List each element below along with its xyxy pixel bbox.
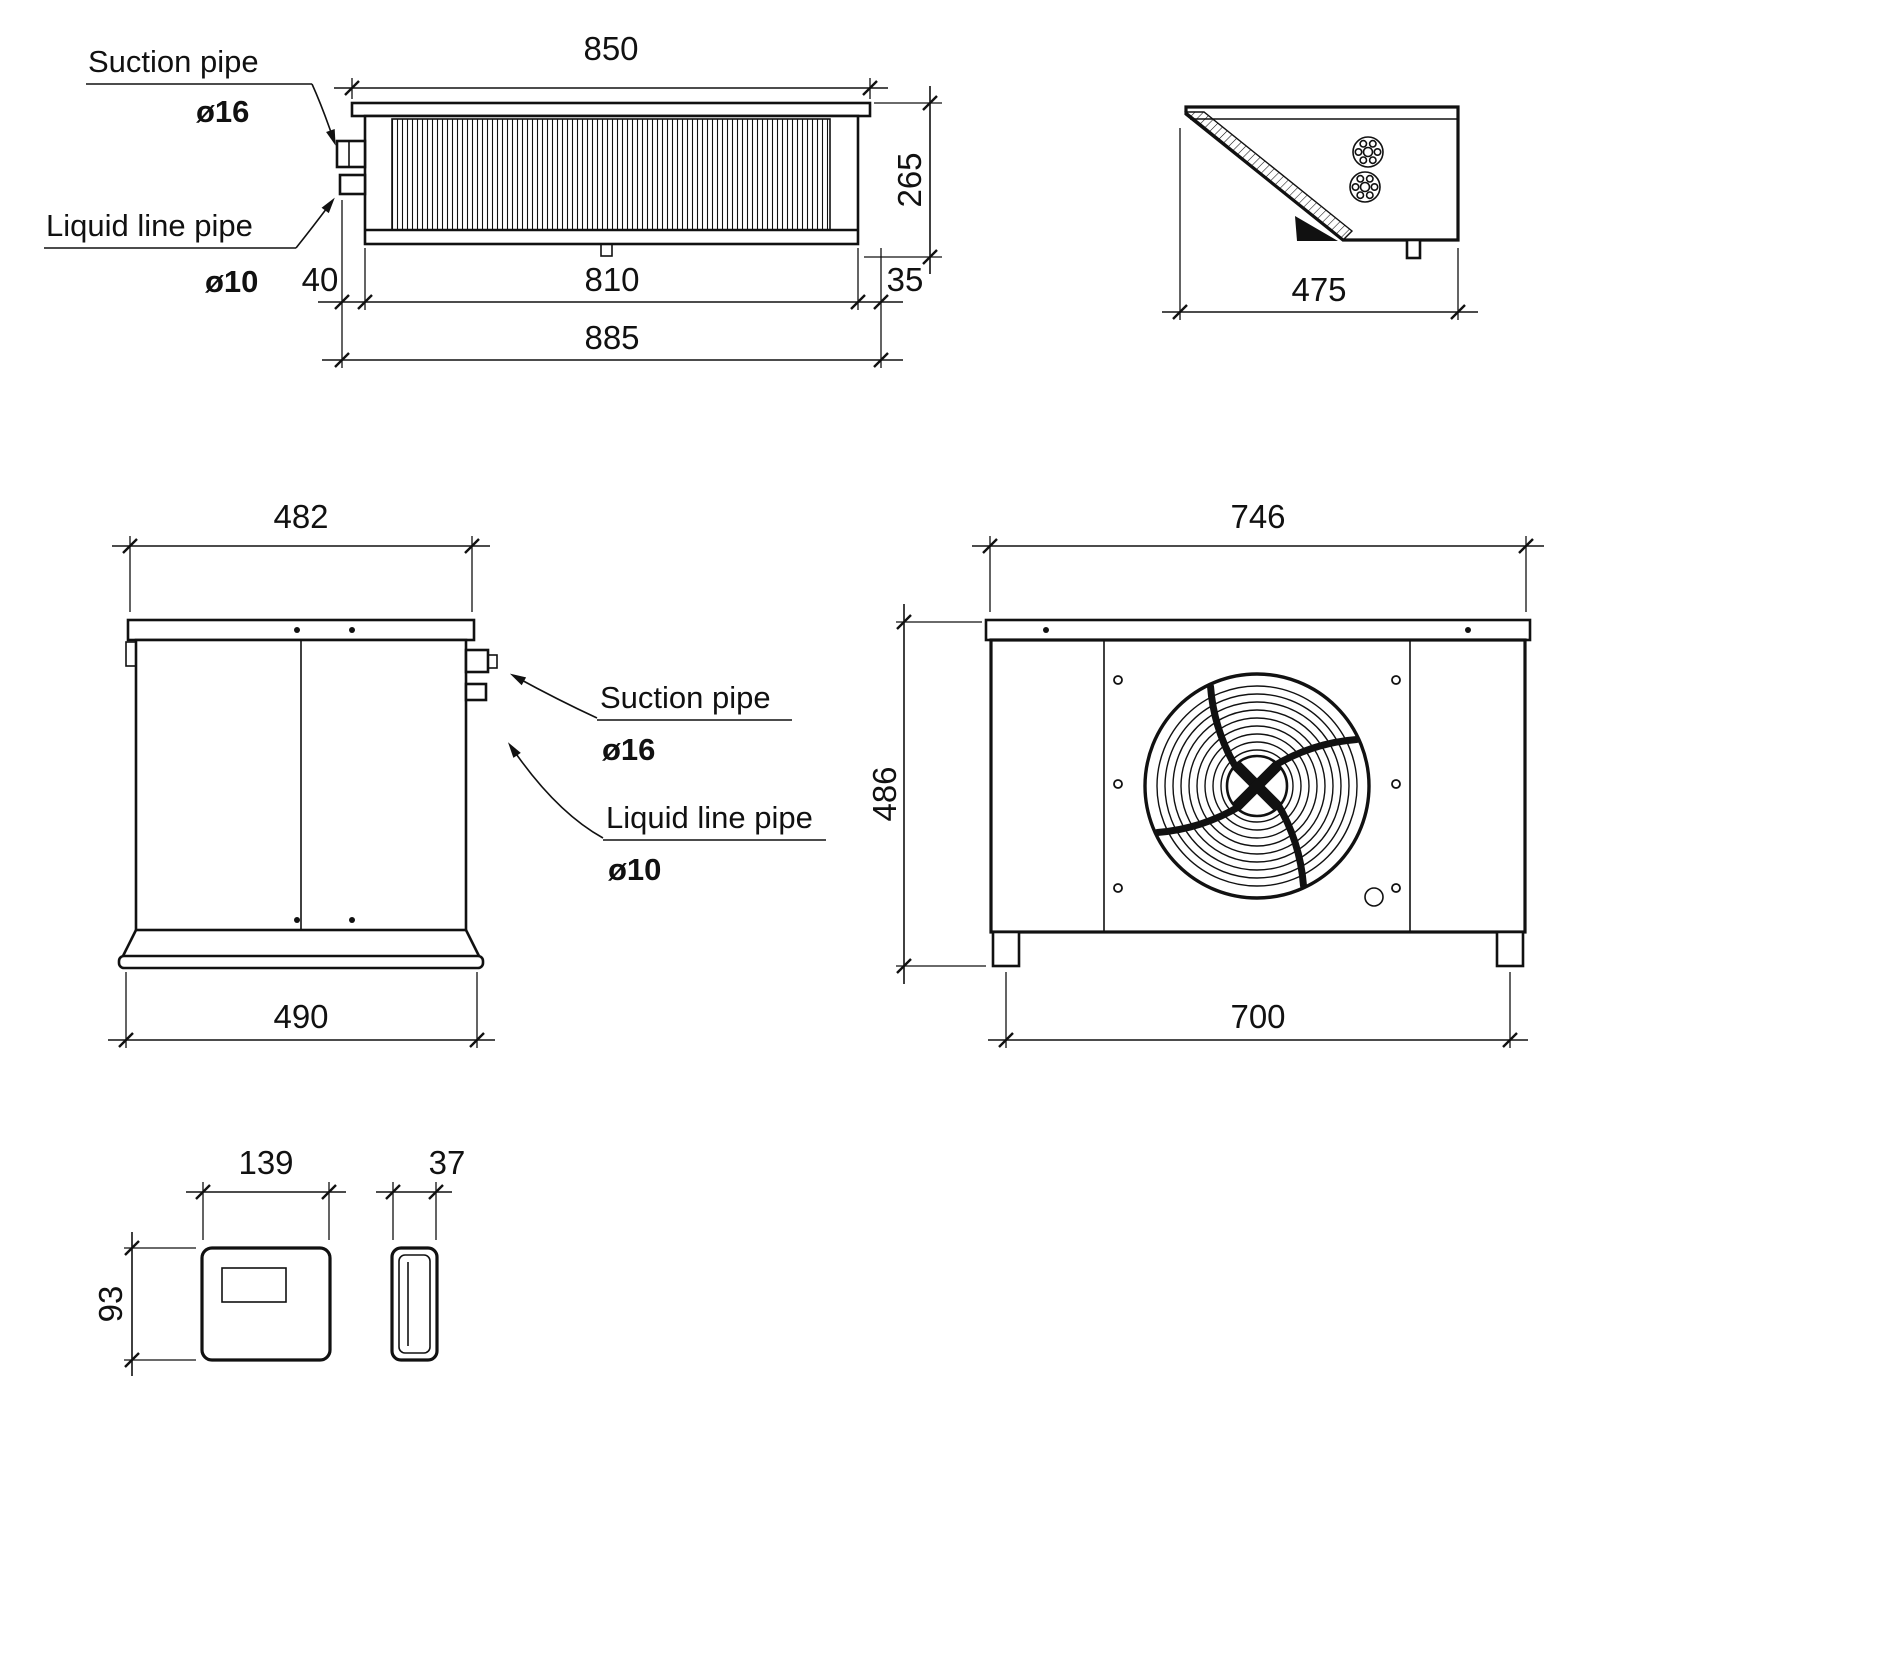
- controller-side-outline: [390, 1246, 439, 1362]
- plan-suction-arrowhead: [326, 129, 336, 146]
- front-drain-hole: [1364, 887, 1384, 907]
- front-dim-746: 746: [972, 498, 1544, 612]
- plan-bottom-tab: [600, 243, 613, 257]
- controller-side: [390, 1246, 439, 1362]
- fan-spoke: [1153, 802, 1244, 836]
- controller-dim-139: 139: [186, 1144, 346, 1240]
- controller-dim-93: 93: [92, 1232, 196, 1376]
- side-suction-stub: [464, 648, 490, 674]
- plan-suction-annotation: Suction pipe ø16: [86, 44, 336, 146]
- plan-liquid-stub: [338, 173, 367, 196]
- side-liquid-annotation: Liquid line pipe ø10: [508, 742, 826, 887]
- controller-dim-93-label: 93: [92, 1286, 129, 1323]
- fan-spoke: [1207, 682, 1241, 773]
- plan-liquid-annotation: Liquid line pipe ø10: [44, 197, 335, 299]
- corner-pipe-flange-lower: [1349, 171, 1381, 203]
- side-dim-490-label: 490: [273, 998, 328, 1035]
- plan-suction-leader: [311, 83, 334, 139]
- side-dim-482-label: 482: [273, 498, 328, 535]
- controller-dim-37: 37: [376, 1144, 465, 1240]
- corner-view: 475: [1162, 105, 1478, 320]
- corner-pipe-flange-upper: [1352, 136, 1384, 168]
- plan-coil-hatch: [391, 118, 831, 231]
- side-suction-dia: ø16: [602, 732, 655, 767]
- side-liquid-stub: [464, 682, 488, 702]
- controller-dim-37-label: 37: [429, 1144, 466, 1181]
- plan-suction-label: Suction pipe: [88, 44, 259, 79]
- plan-liquid-leader: [295, 203, 331, 249]
- side-suction-label: Suction pipe: [600, 680, 771, 715]
- corner-dim-475: 475: [1162, 128, 1478, 320]
- front-fan-grille: [1143, 672, 1371, 900]
- side-view: 482 Suction pipe ø16 Liquid line pipe ø1…: [108, 498, 826, 1048]
- side-hinge: [125, 641, 137, 667]
- side-liquid-leader: [511, 747, 604, 839]
- controller-views: 139 37 93: [92, 1144, 465, 1376]
- side-unit-body: [117, 618, 498, 970]
- plan-dim-35-label: 35: [887, 261, 924, 298]
- corner-wedge: [1295, 216, 1338, 241]
- controller-front-outline: [200, 1246, 332, 1362]
- side-base-flange: [117, 954, 485, 970]
- side-liquid-arrowhead: [508, 742, 521, 758]
- front-dim-486: 486: [866, 604, 986, 984]
- plan-dim-row-40-810-35: 40 810 35: [302, 200, 924, 368]
- plan-liquid-label: Liquid line pipe: [46, 208, 253, 243]
- plan-liquid-arrowhead: [321, 197, 335, 214]
- side-dim-490: 490: [108, 972, 495, 1048]
- side-suction-arrowhead: [509, 673, 527, 686]
- corner-bottom-tab: [1405, 238, 1422, 260]
- front-unit-body: [984, 618, 1532, 968]
- side-dim-482: 482: [112, 498, 490, 612]
- plan-unit-body: [335, 101, 872, 257]
- front-dim-486-label: 486: [866, 766, 903, 821]
- plan-dim-850: 850: [334, 30, 888, 99]
- front-foot-right: [1495, 930, 1525, 968]
- corner-coil-band: [1184, 111, 1354, 241]
- side-top-cap: [126, 618, 476, 642]
- plan-dim-265: 265: [864, 86, 942, 274]
- plan-top-flange: [350, 101, 872, 118]
- plan-dim-885: 885: [322, 319, 903, 368]
- plan-liquid-dia: ø10: [205, 264, 258, 299]
- fan-spoke: [1273, 799, 1307, 890]
- fan-spoke: [1270, 736, 1361, 770]
- plan-dim-885-label: 885: [584, 319, 639, 356]
- plan-view: Suction pipe ø16 Liquid line pipe ø10 85…: [44, 30, 942, 368]
- plan-dim-40-label: 40: [302, 261, 339, 298]
- front-top-cap: [984, 618, 1532, 642]
- front-dim-700-label: 700: [1230, 998, 1285, 1035]
- corner-dim-475-label: 475: [1291, 271, 1346, 308]
- plan-suction-dia: ø16: [196, 94, 249, 129]
- fan-outer-ring: [1143, 672, 1371, 900]
- plan-dim-810-label: 810: [584, 261, 639, 298]
- side-suction-leader: [515, 676, 598, 719]
- plan-dim-850-label: 850: [583, 30, 638, 67]
- side-liquid-dia: ø10: [608, 852, 661, 887]
- side-liquid-label: Liquid line pipe: [606, 800, 813, 835]
- side-suction-annotation: Suction pipe ø16: [509, 673, 792, 767]
- controller-front: [200, 1246, 332, 1362]
- controller-display: [221, 1267, 287, 1303]
- front-foot-left: [991, 930, 1021, 968]
- front-dim-746-label: 746: [1230, 498, 1285, 535]
- plan-suction-stub: [335, 139, 367, 169]
- plan-dim-265-label: 265: [891, 152, 928, 207]
- front-dim-700: 700: [988, 972, 1528, 1048]
- front-view: 746 486 700: [866, 498, 1544, 1048]
- controller-dim-139-label: 139: [238, 1144, 293, 1181]
